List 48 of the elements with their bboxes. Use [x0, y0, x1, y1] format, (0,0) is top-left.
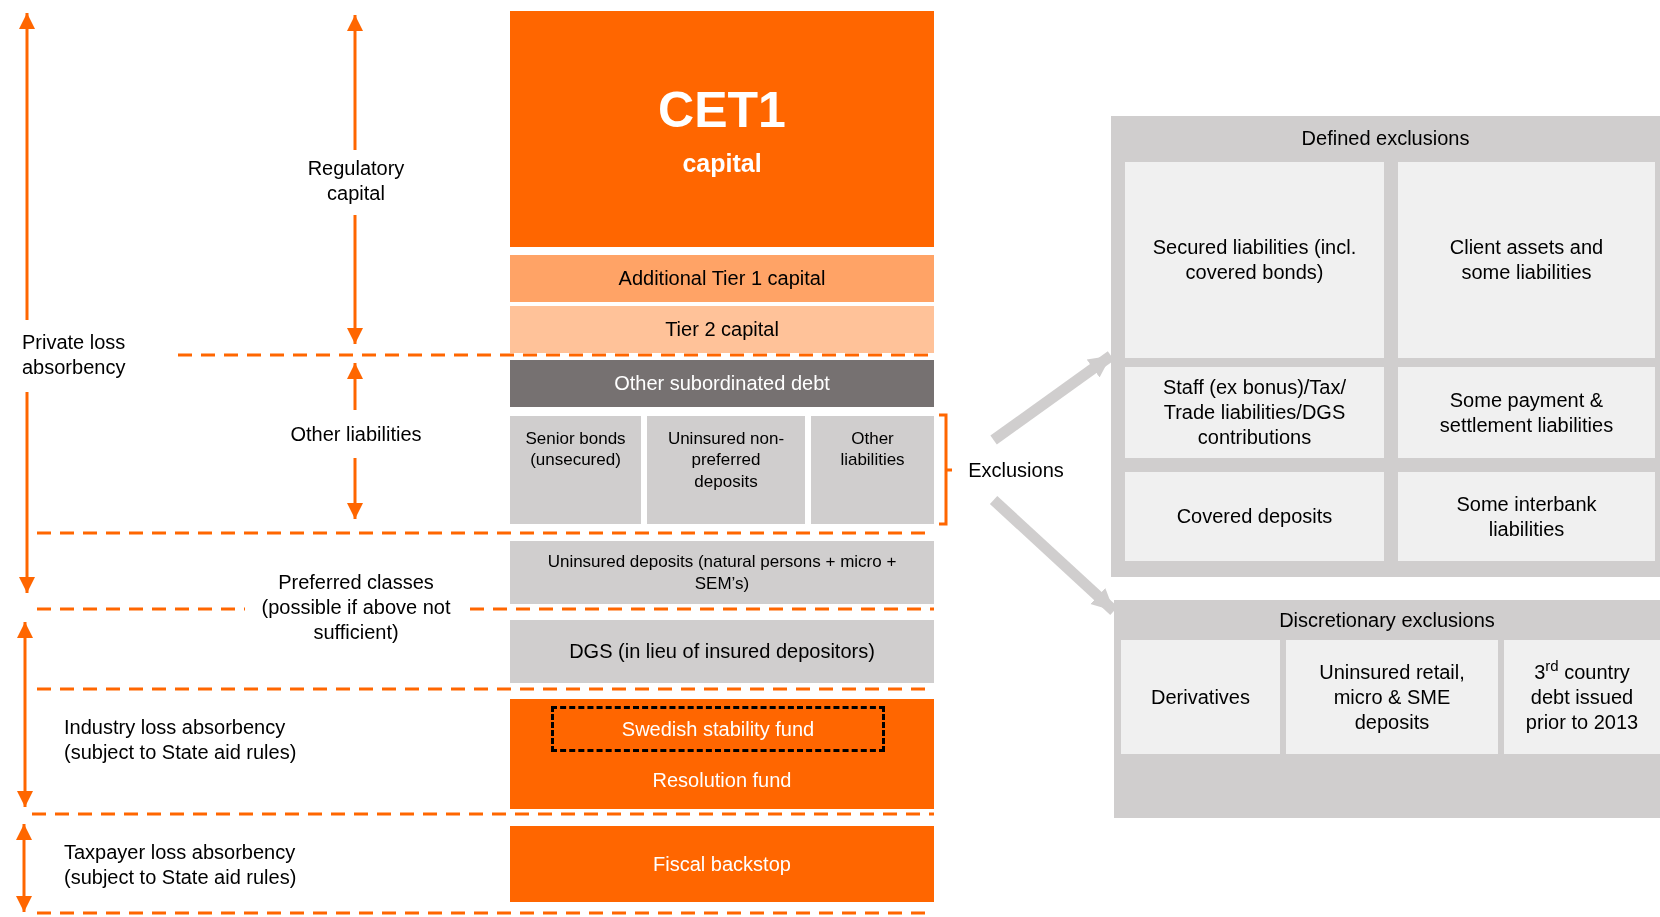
panel-heading: Discretionary exclusions — [1279, 608, 1495, 633]
block-label: 3$^{rd}$ country debt issued prior to 2013 — [1524, 659, 1640, 735]
block-label: capital — [682, 147, 762, 179]
block-label: Other liabilities — [839, 428, 906, 471]
block-label: Uninsured non-preferred deposits — [666, 428, 786, 492]
exclusion-card — [1125, 162, 1384, 358]
block-label: Fiscal backstop — [653, 851, 791, 877]
exclusion-card — [1398, 472, 1655, 561]
block-label: Client assets and some liabilities — [1448, 235, 1605, 285]
block-label: Uninsured deposits (natural persons + micro + SEM’s) — [546, 551, 898, 594]
capital-block — [510, 11, 934, 247]
panel-heading: Defined exclusions — [1301, 126, 1470, 151]
block-label: Some interbank liabilities — [1455, 491, 1598, 542]
block-label: Secured liabilities (incl. covered bonds) — [1151, 235, 1358, 285]
exclusion-card — [1125, 367, 1384, 458]
bracket-label: Exclusions — [968, 457, 1064, 483]
capital-block — [510, 306, 934, 353]
backstop-block — [510, 826, 934, 902]
block-label: Covered deposits — [1176, 504, 1333, 529]
fund-block — [510, 699, 934, 809]
deposit-block — [510, 620, 934, 683]
block-label: Other subordinated debt — [614, 371, 830, 396]
block-label: Uninsured retail, micro & SME deposits — [1318, 659, 1466, 735]
exclusion-card — [1504, 640, 1660, 754]
exclusion-card — [1125, 472, 1384, 561]
deposit-block — [510, 541, 934, 604]
block-label: DGS (in lieu of insured depositors) — [569, 639, 875, 664]
liability-block — [811, 416, 934, 524]
block-label: Derivatives — [1151, 684, 1250, 710]
debt-block — [510, 360, 934, 407]
fund-dashed-box — [551, 706, 885, 752]
block-label: Some payment & settlement liabilities — [1438, 387, 1615, 438]
block-label: Staff (ex bonus)/Tax/ Trade liabilities/DGS contributions — [1161, 375, 1348, 450]
exclusions-panel — [1114, 600, 1660, 818]
exclusion-card — [1398, 162, 1655, 358]
block-label: Additional Tier 1 capital — [618, 266, 826, 291]
block-label: Swedish stability fund — [621, 716, 815, 742]
exclusions-panel — [1111, 116, 1660, 577]
panel-heading: Resolution fund — [652, 768, 792, 793]
exclusion-card — [1121, 640, 1280, 754]
capital-block — [510, 255, 934, 302]
exclusion-card — [1286, 640, 1498, 754]
exclusion-card — [1398, 367, 1655, 458]
block-label: Senior bonds (unsecured) — [524, 428, 627, 471]
block-label: Tier 2 capital — [665, 317, 779, 342]
liability-block — [510, 416, 641, 524]
liability-block — [647, 416, 805, 524]
block-label: CET1 — [658, 81, 786, 141]
